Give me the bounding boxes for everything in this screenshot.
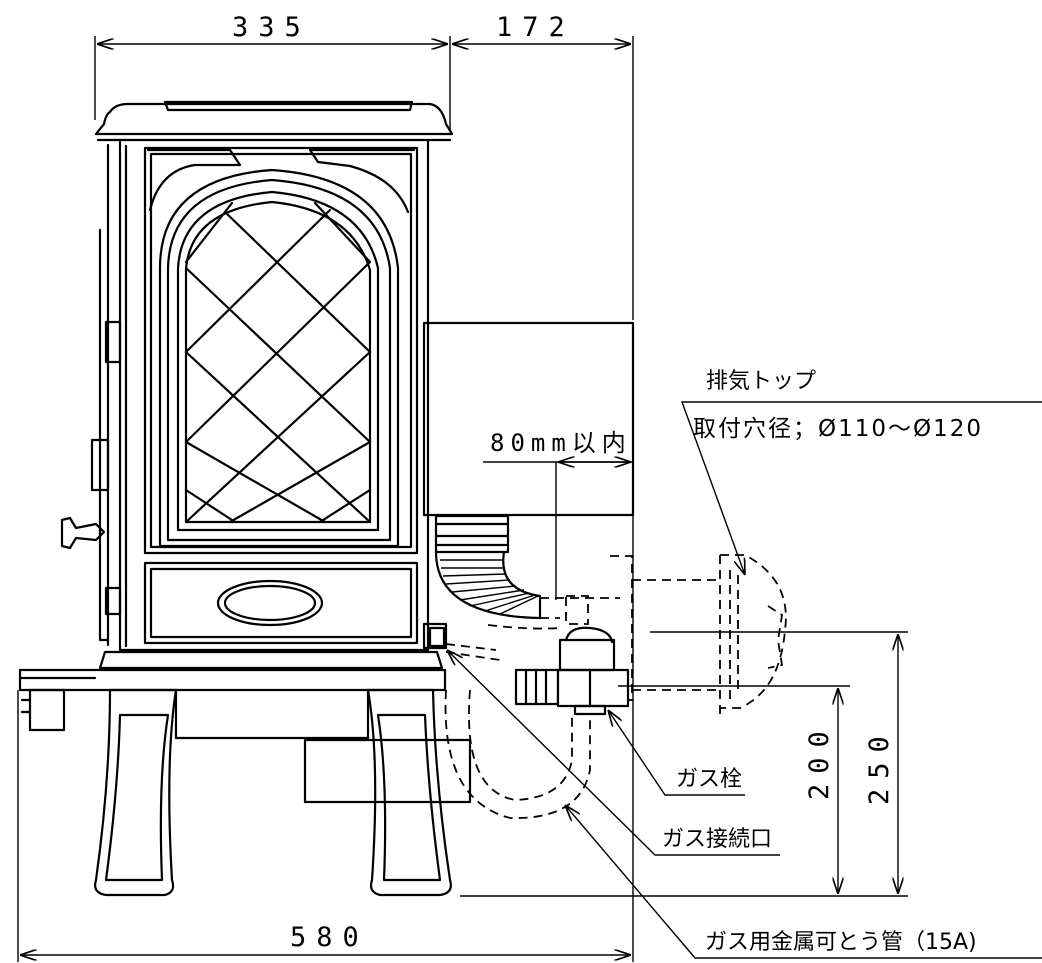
- bottom-dimension-lines: [17, 515, 634, 962]
- label-gas-connection: ガス接続口: [662, 827, 772, 852]
- dim-172: 172: [496, 12, 575, 43]
- exhaust-pipe-dashed: [487, 554, 787, 720]
- vertical-dimension-lines: [460, 631, 908, 897]
- label-exhaust-hole: 取付穴径；Ø110～Ø120: [693, 416, 983, 442]
- gas-cock-assembly: [514, 626, 630, 716]
- dim-200: 200: [804, 721, 835, 800]
- dim-335: 335: [232, 12, 311, 43]
- label-exhaust-top: 排気トップ: [706, 369, 816, 394]
- dim-580: 580: [290, 922, 369, 953]
- label-gas-cock: ガス栓: [676, 767, 742, 792]
- stove-body: [18, 100, 472, 897]
- leader-lines: [447, 401, 1042, 959]
- dim-80mm: 80mm以内: [490, 429, 632, 457]
- exhaust-flex-duct: [434, 514, 542, 620]
- top-dimension-lines: [94, 36, 634, 320]
- flue-box: [422, 321, 635, 517]
- gas-flex-pipe-dashed: [444, 643, 591, 819]
- dim-250: 250: [864, 726, 895, 805]
- label-gas-flex-pipe: ガス用金属可とう管（15A): [705, 930, 977, 955]
- dim-80mm-lines: [483, 462, 633, 600]
